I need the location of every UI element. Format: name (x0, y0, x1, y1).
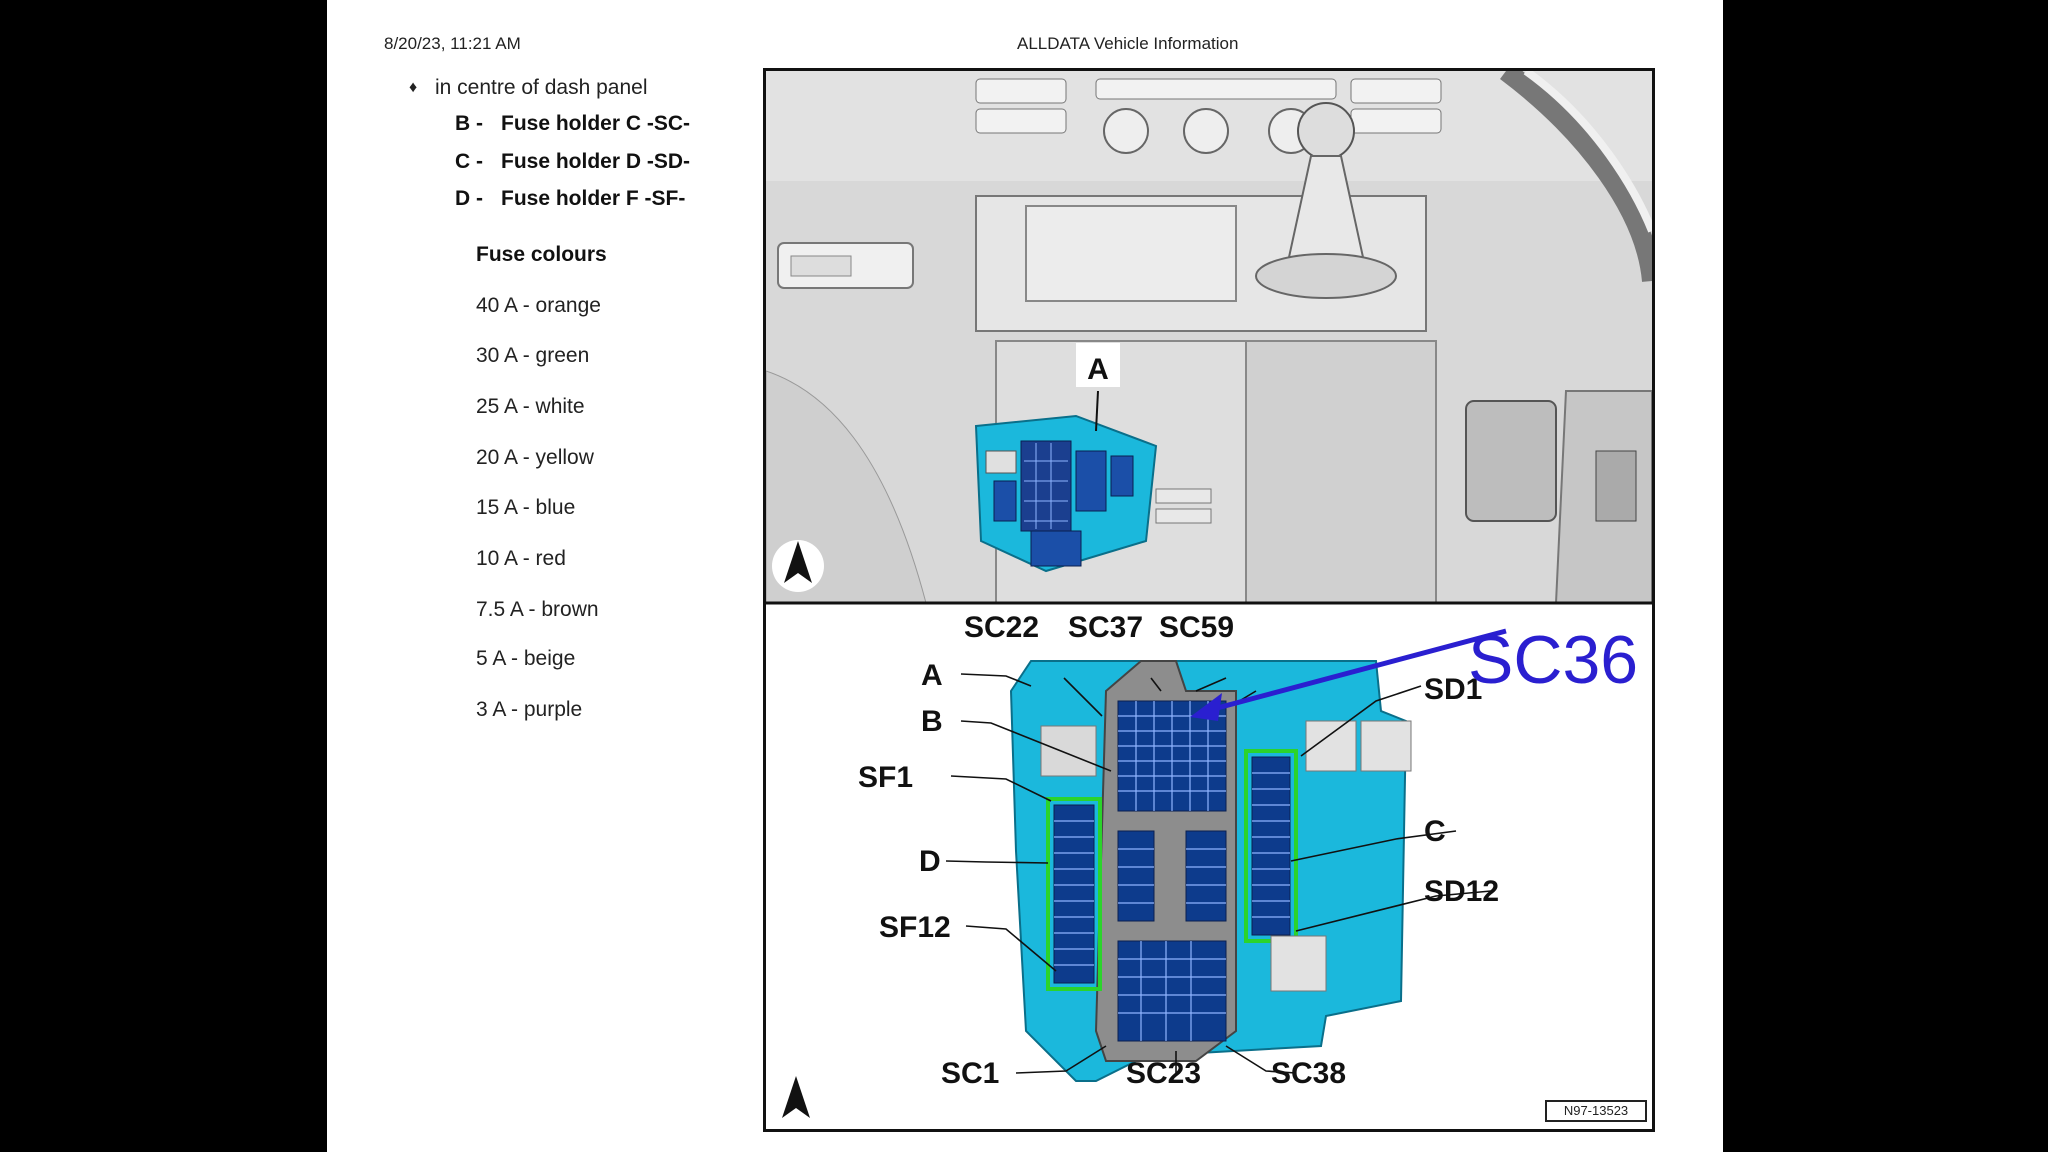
north-arrow-icon (782, 1076, 810, 1118)
annotation-sc36: SC36 (1468, 622, 1638, 698)
fuse-colour-item: 40 A - orange (476, 294, 601, 317)
label-sc23: SC23 (1126, 1057, 1201, 1090)
fuse-holder-detail: SC22 SC37 SC59 A B SF1 D SF12 SD1 C SD12… (782, 611, 1638, 1118)
document-title: ALLDATA Vehicle Information (1017, 34, 1239, 53)
fuse-colour-item: 15 A - blue (476, 496, 576, 519)
label-sc37: SC37 (1068, 611, 1143, 644)
image-code: N97-13523 (1545, 1100, 1647, 1122)
fuse-colour-item: 3 A - purple (476, 698, 583, 721)
legend-key: B - (455, 112, 483, 135)
label-sd1: SD1 (1424, 673, 1482, 706)
label-b: B (921, 705, 943, 738)
fuse-colour-item: 5 A - beige (476, 647, 576, 670)
location-note: ♦ in centre of dash panel (409, 76, 647, 100)
label-sc38: SC38 (1271, 1057, 1346, 1090)
legend-item-c: C - Fuse holder D -SD- (455, 150, 690, 174)
bullet-icon: ♦ (409, 79, 418, 97)
label-sf12: SF12 (879, 911, 951, 944)
label-a: A (921, 659, 943, 692)
north-arrow-icon (784, 541, 812, 583)
legend-text: Fuse holder F -SF- (501, 187, 686, 210)
label-d: D (919, 845, 941, 878)
annotation-arrow (1190, 628, 1507, 721)
label-c: C (1424, 815, 1446, 848)
fuse-colour-item: 7.5 A - brown (476, 598, 599, 621)
label-a-top: A (1087, 353, 1109, 386)
label-sc1: SC1 (941, 1057, 999, 1090)
legend-text: Fuse holder C -SC- (501, 112, 691, 135)
legend-text: Fuse holder D -SD- (501, 150, 691, 173)
fuse-location-figure: A (763, 68, 1655, 1132)
label-sf1: SF1 (858, 761, 913, 794)
print-date: 8/20/23, 11:21 AM (384, 34, 521, 53)
label-sd12: SD12 (1424, 875, 1499, 908)
fuse-colour-item: 25 A - white (476, 395, 585, 418)
legend-key: C - (455, 150, 483, 173)
document-page: 8/20/23, 11:21 AM ALLDATA Vehicle Inform… (327, 0, 1723, 1152)
legend-item-b: B - Fuse holder C -SC- (455, 112, 690, 136)
label-sc22: SC22 (964, 611, 1039, 644)
location-text: in centre of dash panel (435, 76, 648, 99)
fuse-colour-item: 20 A - yellow (476, 446, 594, 469)
fuse-colour-item: 10 A - red (476, 547, 566, 570)
legend-key: D - (455, 187, 483, 210)
fuse-colours-heading: Fuse colours (476, 243, 607, 266)
label-sc59: SC59 (1159, 611, 1234, 644)
dashboard-illustration: A (766, 71, 1652, 604)
legend-item-d: D - Fuse holder F -SF- (455, 187, 685, 211)
fuse-colour-item: 30 A - green (476, 344, 590, 367)
